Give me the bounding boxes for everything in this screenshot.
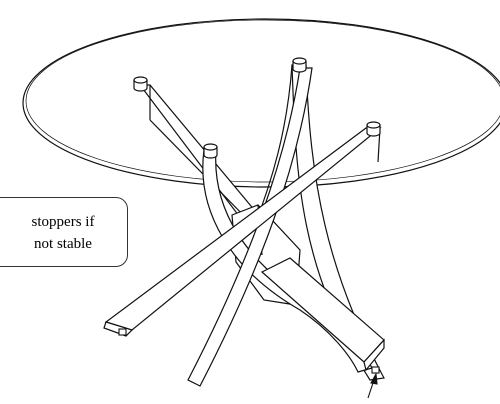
top-pad-front [203, 143, 218, 159]
callout-box [0, 197, 128, 267]
front-curved-leg [187, 67, 313, 387]
top-pad-left [133, 76, 148, 92]
glass-tabletop [22, 18, 500, 188]
callout-line-2: not stable [34, 236, 92, 252]
stopper-callout: stoppers if not stable [0, 211, 126, 255]
bottom-stoppers [118, 328, 380, 374]
rear-support-bar [138, 84, 257, 223]
stopper-arrow [367, 372, 378, 399]
right-lower-bar [260, 257, 385, 372]
top-pad-right [366, 121, 381, 137]
top-pad-back [292, 57, 307, 73]
callout-line-1: stoppers if [31, 214, 95, 230]
